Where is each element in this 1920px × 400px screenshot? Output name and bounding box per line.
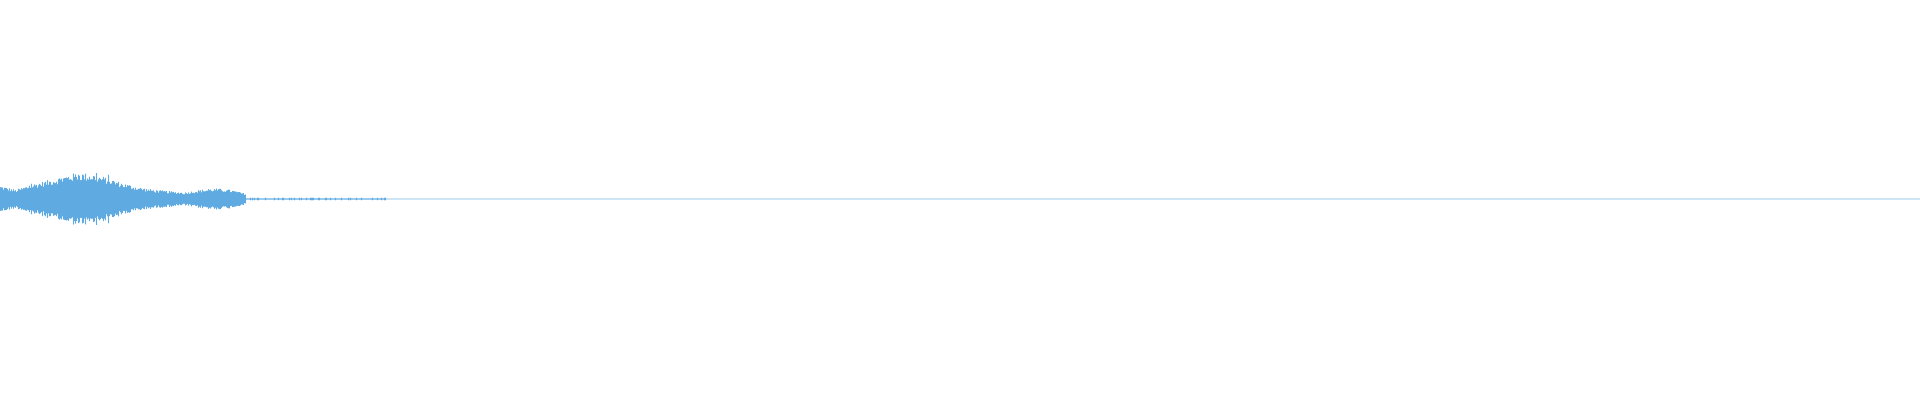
waveform-path <box>0 173 387 225</box>
waveform-samples <box>0 173 387 225</box>
